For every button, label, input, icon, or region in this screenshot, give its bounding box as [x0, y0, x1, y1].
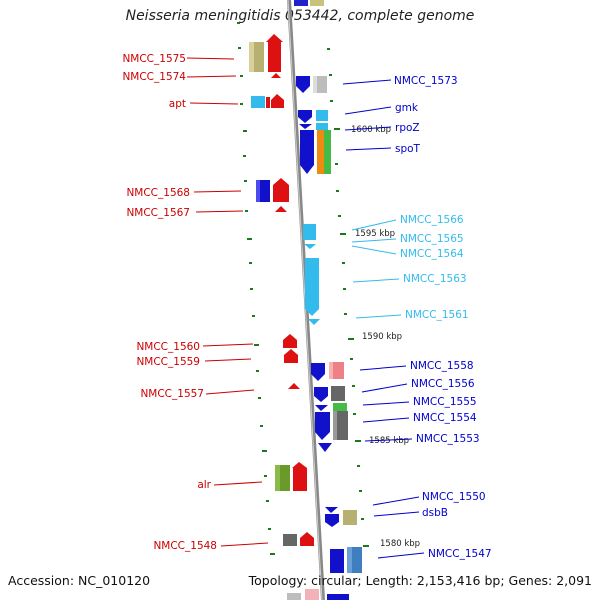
gene-nmcc-1550-feature	[325, 507, 339, 527]
label-nmcc-1561: NMCC_1561	[405, 309, 469, 321]
ruler-label-1585: 1585 kbp	[369, 436, 409, 446]
left-leader-lines	[186, 57, 269, 547]
label-nmcc-1567: NMCC_1567	[126, 207, 190, 219]
label-nmcc-1555: NMCC_1555	[413, 396, 477, 408]
label-nmcc-1560: NMCC_1560	[136, 341, 200, 353]
gene-alr-feature	[275, 462, 307, 491]
label-apt: apt	[169, 98, 186, 110]
label-alr: alr	[197, 479, 211, 491]
label-nmcc-1550: NMCC_1550	[422, 491, 486, 503]
label-gmk: gmk	[395, 102, 419, 114]
ruler-label-1600: 1600 kbp	[351, 125, 391, 135]
label-nmcc-1574: NMCC_1574	[122, 71, 186, 83]
ruler-left-ticks	[237, 22, 275, 555]
gene-spot-feature	[300, 123, 331, 174]
label-nmcc-1575: NMCC_1575	[122, 53, 186, 65]
label-nmcc-1563: NMCC_1563	[403, 273, 467, 285]
label-nmcc-1558: NMCC_1558	[410, 360, 474, 372]
gene-nmcc-1563-feature	[305, 258, 319, 316]
gene-nmcc-1560-feature	[283, 334, 297, 348]
right-light-labels: NMCC_1566 NMCC_1565 NMCC_1564 NMCC_1563 …	[400, 214, 469, 321]
gene-nmcc-1558-feature	[311, 362, 344, 381]
gene-nmcc-1573-feature	[296, 76, 327, 93]
gene-nmcc-1554-feature	[315, 403, 348, 440]
right-labels: NMCC_1573 gmk rpoZ spoT NMCC_1558 NMCC_1…	[394, 75, 492, 560]
label-nmcc-1556: NMCC_1556	[411, 378, 475, 390]
label-nmcc-1566: NMCC_1566	[400, 214, 464, 226]
right-leader-lines	[342, 79, 425, 559]
gene-nmcc-1556-feature	[314, 386, 345, 402]
label-nmcc-1565: NMCC_1565	[400, 233, 464, 245]
ruler-right-ticks	[327, 48, 369, 547]
gene-nmcc-1574-feature	[271, 73, 281, 78]
gene-gmk-feature	[298, 110, 328, 123]
label-dsbb: dsbB	[422, 507, 448, 519]
label-nmcc-1557: NMCC_1557	[140, 388, 204, 400]
gene-top-khaki	[310, 0, 324, 6]
gene-nmcc-1568-feature	[256, 178, 289, 202]
label-nmcc-1568: NMCC_1568	[126, 187, 190, 199]
map-title: Neisseria meningitidis 053442, complete …	[125, 8, 475, 24]
gene-nmcc-1555-feature	[315, 405, 328, 411]
label-rpoz: rpoZ	[395, 122, 420, 134]
label-nmcc-1573: NMCC_1573	[394, 75, 458, 87]
gene-dsbb-feature	[343, 510, 357, 525]
ruler-label-1590: 1590 kbp	[362, 332, 402, 342]
ruler-label-1595: 1595 kbp	[355, 229, 395, 239]
accession-text: Accession: NC_010120	[8, 573, 151, 588]
gene-apt-feature	[251, 94, 284, 108]
gene-nmcc-1553-feature	[318, 443, 332, 452]
gene-bottom-blue	[327, 594, 349, 600]
label-nmcc-1548: NMCC_1548	[153, 540, 217, 552]
gene-bottom-pink	[305, 589, 319, 600]
gene-nmcc-1564-feature	[304, 244, 316, 249]
gene-nmcc-1566-feature	[303, 224, 316, 240]
label-nmcc-1553: NMCC_1553	[416, 433, 480, 445]
gene-nmcc-1561-feature	[308, 319, 320, 325]
gene-nmcc-1567-feature	[275, 206, 287, 212]
gene-bottom-gray	[287, 593, 301, 600]
gene-nmcc-1547-feature	[330, 547, 362, 573]
gene-nmcc-1557-feature	[288, 383, 300, 389]
gene-nmcc-1548-feature	[283, 532, 314, 546]
topology-text: Topology: circular; Length: 2,153,416 bp…	[248, 573, 592, 588]
label-nmcc-1547: NMCC_1547	[428, 548, 492, 560]
ruler-label-1580: 1580 kbp	[380, 539, 420, 549]
gene-nmcc-1575-feature	[249, 34, 283, 72]
gene-top-blue	[294, 0, 308, 6]
gene-rpoz-feature	[299, 124, 312, 129]
gene-nmcc-1559-feature	[284, 349, 298, 363]
label-nmcc-1554: NMCC_1554	[413, 412, 477, 424]
left-labels: NMCC_1575 NMCC_1574 apt NMCC_1568 NMCC_1…	[122, 53, 217, 552]
label-nmcc-1564: NMCC_1564	[400, 248, 464, 260]
right-light-leader-lines	[351, 219, 402, 319]
label-nmcc-1559: NMCC_1559	[136, 356, 200, 368]
label-spot: spoT	[395, 143, 421, 155]
